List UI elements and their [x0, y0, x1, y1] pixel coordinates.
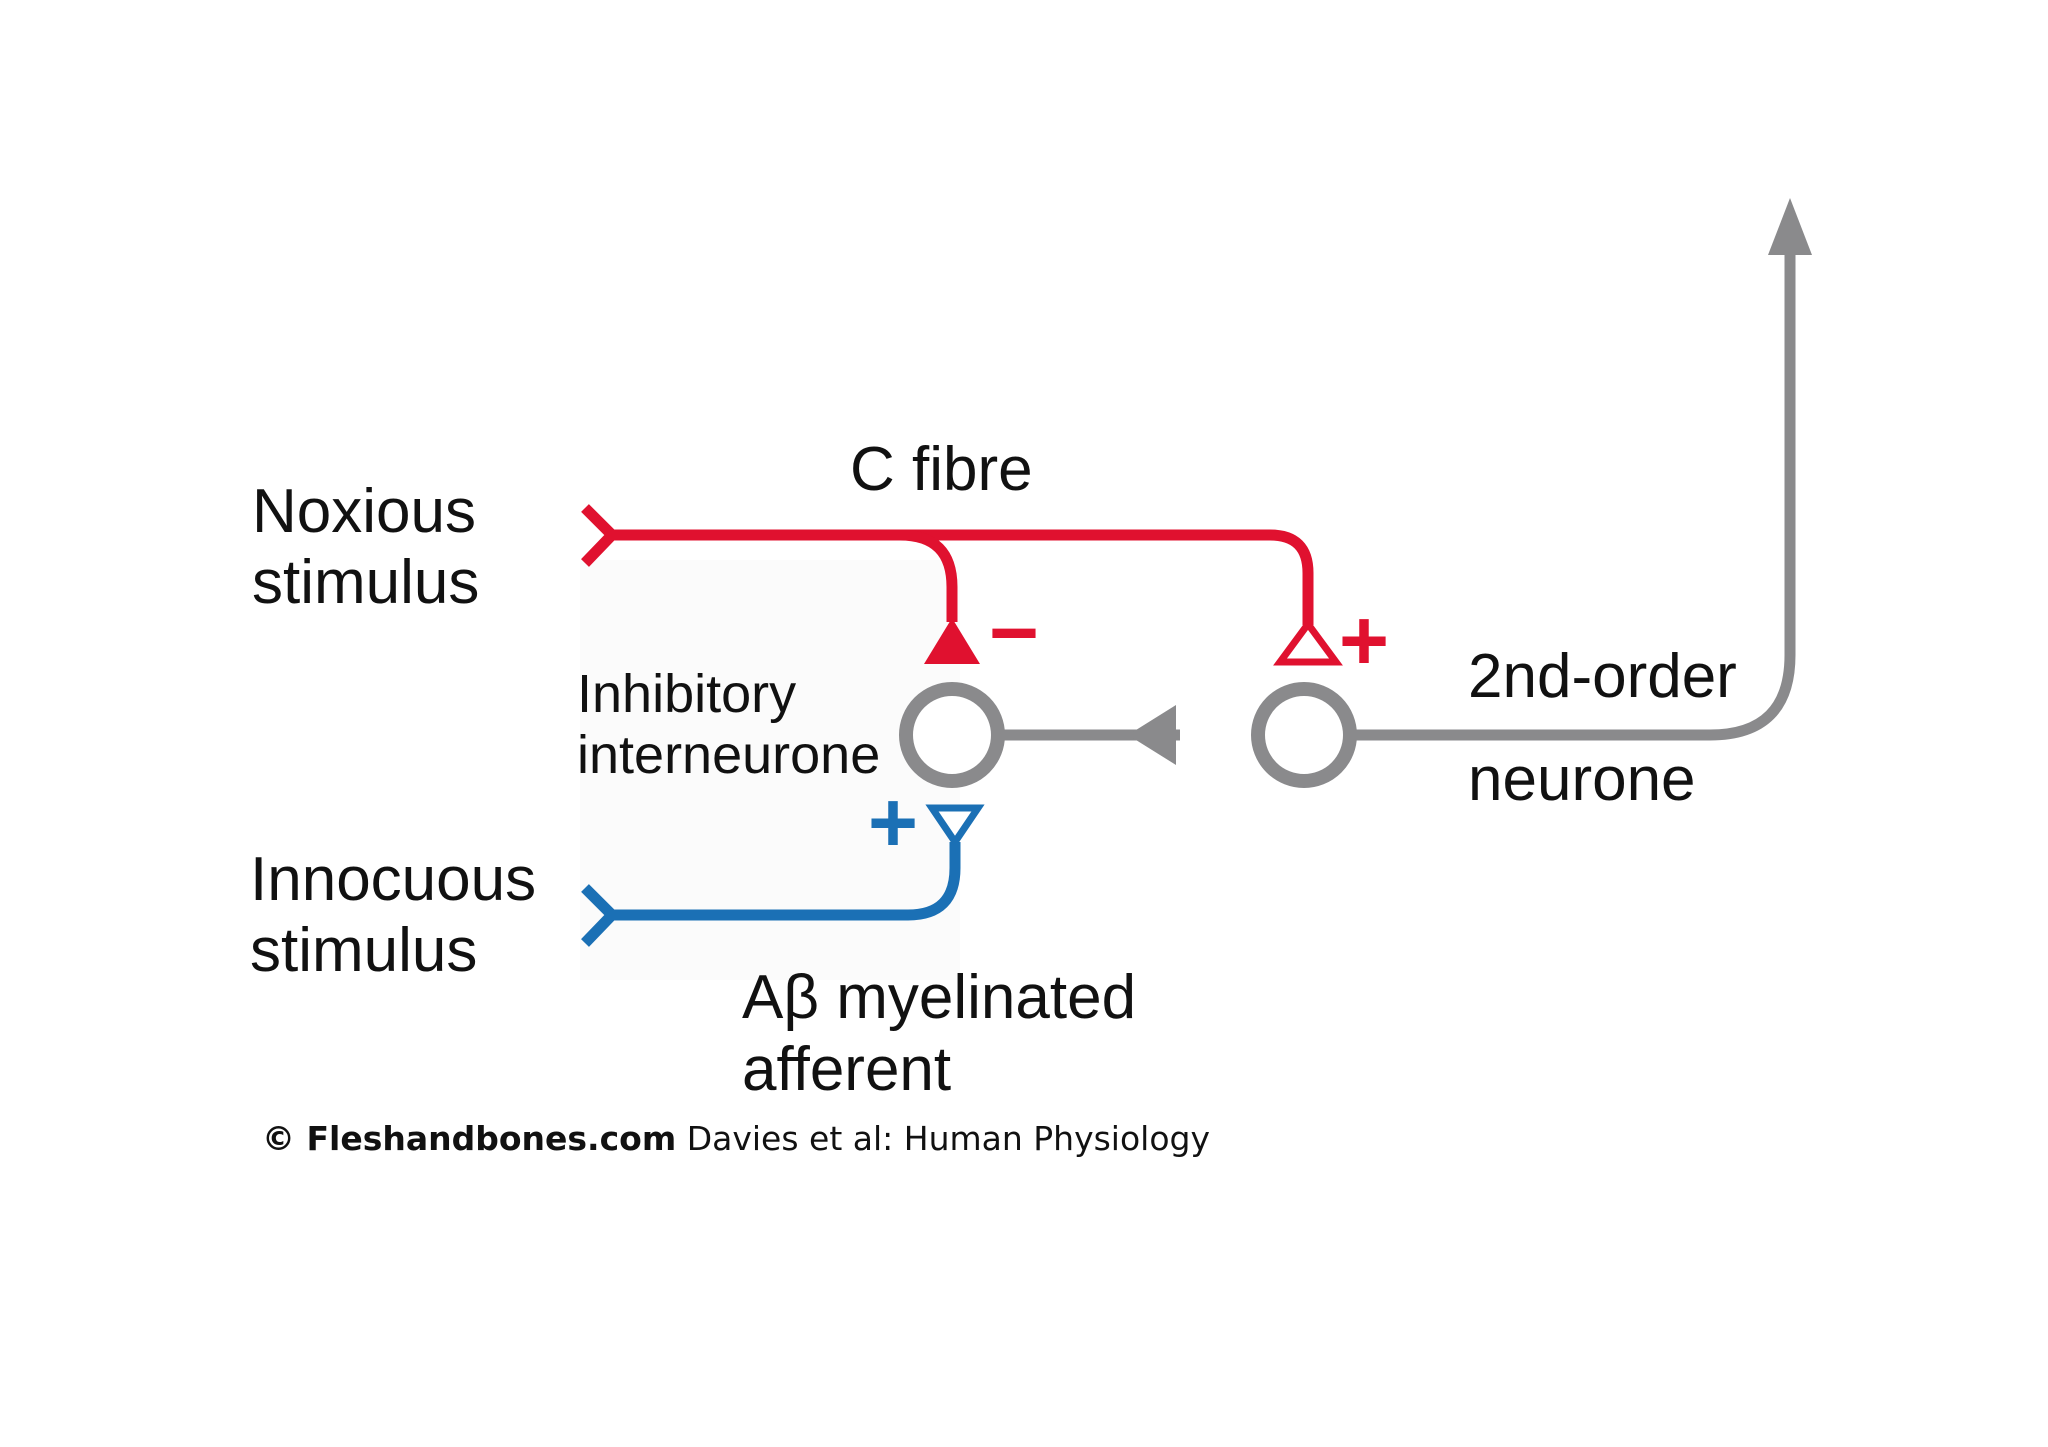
inhibitory-interneurone-label-1: Inhibitory: [577, 664, 796, 724]
inhibitory-interneurone-label-2: interneurone: [577, 725, 880, 785]
ascending-arrowhead: [1768, 198, 1812, 255]
second-order-neurone-label-1: 2nd-order: [1468, 642, 1737, 711]
abeta-fibre-axon: [612, 842, 961, 921]
abeta-excitatory-sign: +: [868, 775, 918, 871]
inhibitory-sign: −: [989, 585, 1039, 681]
innocuous-stimulus-label-1: Innocuous: [250, 845, 536, 914]
c-fibre-label: C fibre: [850, 435, 1033, 504]
second-order-neurone-axon: [1350, 250, 1796, 741]
credit-source: Davies et al: Human Physiology: [676, 1119, 1210, 1158]
c-fibre: [581, 504, 1343, 666]
abeta-fibre-terminal: [925, 804, 985, 849]
c-fibre-ending: [581, 504, 620, 567]
inhibitory-interneurone-soma: [899, 682, 1005, 788]
abeta-fibre: [581, 804, 985, 947]
abeta-afferent-label-2: afferent: [742, 1035, 951, 1104]
interneurone-terminal: [1128, 705, 1176, 765]
c-fibre-axon: [612, 529, 1314, 625]
noxious-stimulus-label-2: stimulus: [252, 548, 479, 617]
second-order-neurone-soma: [1251, 682, 1357, 788]
c-fibre-excitatory-sign: +: [1339, 593, 1389, 689]
c-fibre-inhibitory-terminal: [924, 618, 980, 664]
neurones: [899, 198, 1812, 788]
copyright-credit: © Fleshandbones.com Davies et al: Human …: [262, 1119, 1210, 1158]
abeta-afferent-label-1: Aβ myelinated: [742, 963, 1136, 1032]
noxious-stimulus-label-1: Noxious: [252, 477, 476, 546]
credit-brand: © Fleshandbones.com: [262, 1119, 676, 1158]
second-order-neurone-label-2: neurone: [1468, 745, 1696, 814]
c-fibre-excitatory-terminal: [1273, 618, 1343, 666]
c-fibre-branch-inhibitory: [899, 529, 958, 622]
innocuous-stimulus-label-2: stimulus: [250, 916, 477, 985]
